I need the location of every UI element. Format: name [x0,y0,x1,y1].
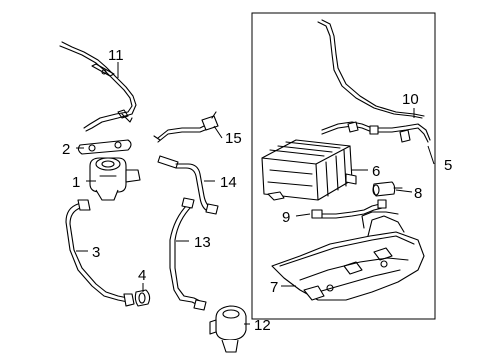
part-12-pump [209,305,247,353]
callout-14: 14 [220,174,237,191]
part-7-shield [271,211,425,301]
part-4-check-valve [134,289,151,307]
callout-2: 2 [62,141,70,158]
part-15-vacuum-line [153,111,219,143]
part-9-line [311,199,387,219]
callout-13: 13 [194,234,211,251]
callout-3: 3 [92,244,100,261]
part-13-hose [169,197,207,311]
part-10-vent-lines [317,19,431,143]
part-11-hose-bracket [59,41,137,132]
part-8-solenoid [372,181,403,197]
callout-10: 10 [402,91,419,108]
callout-9: 9 [282,209,290,226]
callout-15: 15 [225,130,242,147]
part-1-valve-pump [89,157,141,201]
leader-lines [76,62,435,325]
callout-6: 6 [372,163,380,180]
assembly-frame [251,12,436,320]
callout-1: 1 [72,174,80,191]
callout-12: 12 [254,317,271,334]
part-14-sensor-line [157,155,219,215]
part-6-canister [261,139,357,201]
callout-7: 7 [270,279,278,296]
callout-4: 4 [138,267,146,284]
callout-11: 11 [108,47,124,64]
callout-5: 5 [444,157,452,174]
callout-8: 8 [414,185,422,202]
part-3-hose [65,199,135,307]
part-2-gasket [77,139,132,155]
